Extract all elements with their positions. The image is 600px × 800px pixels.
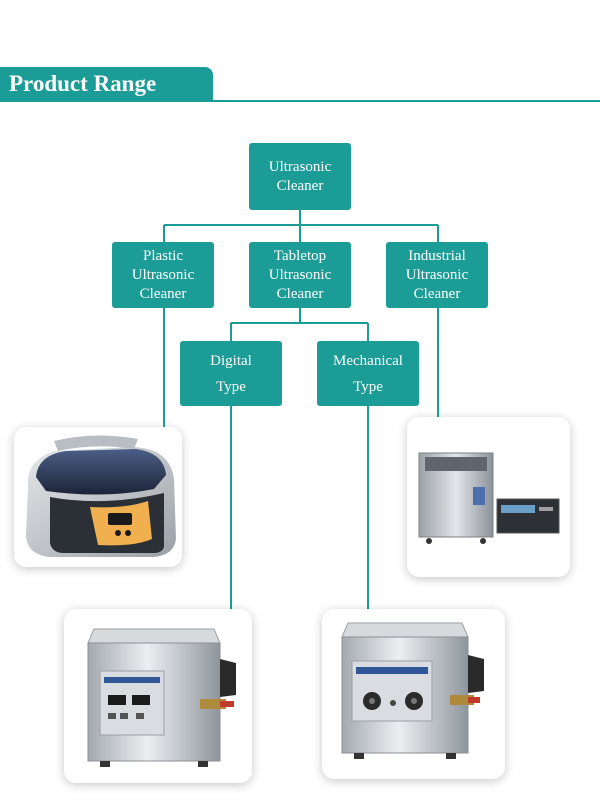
node-mechanical-type: Mechanical Type xyxy=(317,341,419,406)
mechanical-ultrasonic-cleaner-photo xyxy=(322,609,505,779)
plastic-ultrasonic-cleaner-photo xyxy=(14,427,182,567)
node-line: Cleaner xyxy=(276,285,324,302)
industrial-ultrasonic-cleaner-photo xyxy=(407,417,570,577)
node-line: Ultrasonic xyxy=(405,266,469,283)
node-line: Type xyxy=(353,378,383,395)
mechanical-cleaner-icon xyxy=(341,622,484,759)
digital-ultrasonic-cleaner-photo xyxy=(64,609,252,783)
header-divider xyxy=(0,100,600,102)
node-line: Type xyxy=(216,378,246,395)
node-line: Ultrasonic xyxy=(131,266,195,283)
node-line: Mechanical xyxy=(333,352,403,369)
node-line: Cleaner xyxy=(413,285,461,302)
node-line: Digital xyxy=(210,352,252,369)
page-title: Product Range xyxy=(0,67,213,101)
node-line: Tabletop xyxy=(273,247,327,264)
digital-cleaner-icon xyxy=(87,628,236,767)
page-title-text: Product Range xyxy=(9,71,157,96)
node-ultrasonic-cleaner: Ultrasonic Cleaner xyxy=(249,143,351,210)
node-tabletop-ultrasonic-cleaner: Tabletop Ultrasonic Cleaner xyxy=(249,242,351,308)
plastic-cleaner-icon xyxy=(26,435,176,557)
industrial-cleaner-icon xyxy=(418,452,560,544)
node-line: Ultrasonic xyxy=(268,158,332,175)
node-line: Industrial xyxy=(408,247,466,264)
node-line: Ultrasonic xyxy=(268,266,332,283)
node-industrial-ultrasonic-cleaner: Industrial Ultrasonic Cleaner xyxy=(386,242,488,308)
node-line: Plastic xyxy=(143,247,183,264)
node-digital-type: Digital Type xyxy=(180,341,282,406)
node-line: Cleaner xyxy=(276,177,324,194)
node-plastic-ultrasonic-cleaner: Plastic Ultrasonic Cleaner xyxy=(112,242,214,308)
node-line: Cleaner xyxy=(139,285,187,302)
